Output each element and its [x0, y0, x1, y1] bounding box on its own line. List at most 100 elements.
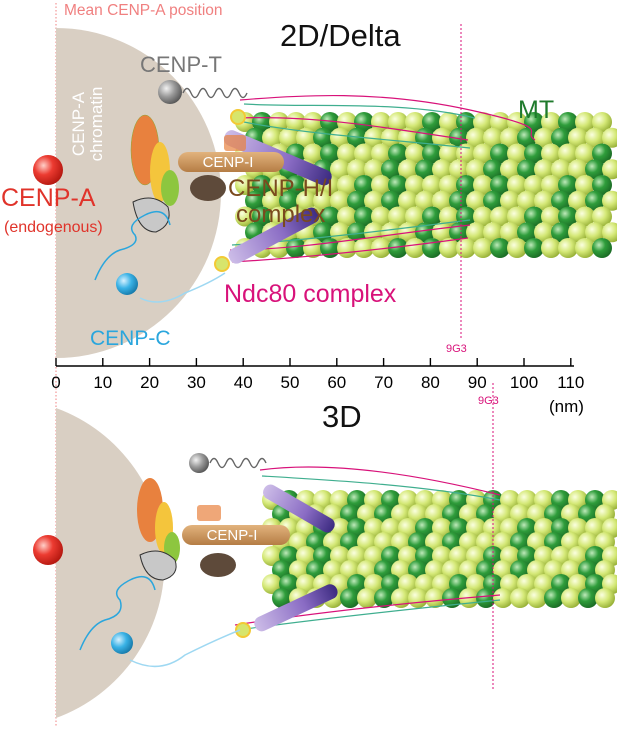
tubulin-bead: [592, 238, 612, 258]
tubulin-bead: [602, 222, 617, 243]
cenp-a-nucleosome: [33, 155, 63, 185]
tubulin-bead: [490, 143, 510, 164]
tubulin-bead: [575, 238, 595, 258]
tubulin-bead: [558, 143, 578, 164]
tubulin-bead: [507, 206, 527, 227]
tubulin-bead: [575, 112, 595, 132]
tubulin-bead: [415, 190, 435, 211]
tubulin-bead: [466, 159, 486, 180]
tubulin-bead: [405, 206, 425, 227]
tubulin-bead: [235, 206, 255, 227]
tubulin-bead: [507, 143, 527, 164]
tubulin-bead: [313, 190, 333, 211]
tubulin-bead: [592, 175, 612, 195]
endogenous-label: (endogenous): [4, 219, 103, 236]
tubulin-bead: [432, 159, 452, 180]
tubulin-bead: [279, 127, 299, 148]
tubulin-bead: [371, 206, 391, 227]
tubulin-bead: [422, 206, 442, 227]
axis-tick-label: 10: [93, 373, 112, 392]
tubulin-bead: [391, 588, 411, 608]
tubulin-bead: [381, 127, 401, 148]
tubulin-bead: [449, 159, 469, 180]
tubulin-bead: [269, 175, 289, 195]
tubulin-bead: [585, 222, 605, 243]
tubulin-bead: [381, 222, 401, 243]
tubulin-bead: [568, 127, 588, 148]
tubulin-bead: [524, 175, 544, 195]
ndc80-rod: [254, 584, 338, 632]
tubulin-bead: [388, 175, 408, 195]
tubulin-bead: [425, 588, 445, 608]
tubulin-bead: [340, 588, 360, 608]
axis-tick-label: 80: [421, 373, 440, 392]
tubulin-bead: [541, 238, 561, 258]
tubulin-bead: [432, 190, 452, 211]
tubulin-bead: [337, 112, 357, 132]
axis-unit: (nm): [549, 397, 584, 416]
tubulin-bead: [422, 112, 442, 132]
tubulin-bead: [473, 238, 493, 258]
tubulin-bead: [330, 190, 350, 211]
chromatin-label: chromatin: [87, 87, 106, 162]
tubulin-bead: [354, 238, 374, 258]
tubulin-bead: [517, 190, 537, 211]
spc-head: [235, 622, 251, 638]
axis-tick-label: 70: [374, 373, 393, 392]
tubulin-bead: [422, 175, 442, 195]
tubulin-bead: [483, 159, 503, 180]
mean-cenp-a-label: Mean CENP-A position: [64, 2, 223, 19]
tubulin-bead: [354, 112, 374, 132]
tubulin-bead: [500, 127, 520, 148]
tubulin-bead: [405, 238, 425, 258]
tubulin-bead: [466, 222, 486, 243]
tubulin-bead: [592, 112, 612, 132]
panel-3d: 3D CENP-I 9G3: [33, 383, 617, 718]
mt-label: MT: [518, 96, 554, 124]
tubulin-bead: [493, 588, 513, 608]
axis-tick-label: 90: [468, 373, 487, 392]
tubulin-bead: [262, 574, 282, 594]
tubulin-bead: [364, 159, 384, 180]
cenp-i-label: CENP-I: [207, 527, 258, 544]
tubulin-bead: [551, 127, 571, 148]
tubulin-bead: [483, 127, 503, 148]
tubulin-bead: [575, 206, 595, 227]
cenp-c-strand: [94, 210, 171, 281]
cenp-t-head: [158, 80, 182, 104]
tubulin-bead: [330, 127, 350, 148]
tubulin-bead: [507, 238, 527, 258]
tubulin-bead: [398, 159, 418, 180]
cenp-t-tail: [182, 87, 248, 99]
tubulin-bead: [534, 222, 554, 243]
tubulin-bead: [388, 238, 408, 258]
cenp-t-label: CENP-T: [140, 52, 222, 77]
tubulin-bead: [398, 190, 418, 211]
tubulin-bead: [568, 222, 588, 243]
tubulin-bead: [432, 127, 452, 148]
cenp-hi-label: CENP-H/I: [228, 175, 333, 202]
tubulin-bead: [330, 159, 350, 180]
tubulin-bead: [252, 206, 272, 227]
tubulin-bead: [439, 143, 459, 164]
tubulin-bead: [303, 143, 323, 164]
tubulin-bead: [541, 175, 561, 195]
tubulin-bead: [286, 238, 306, 258]
tubulin-bead: [490, 206, 510, 227]
tubulin-bead: [320, 143, 340, 164]
cenp-lu: [197, 505, 221, 521]
tubulin-bead: [541, 112, 561, 132]
cenp-h: [200, 553, 236, 577]
spc-head: [214, 256, 230, 272]
ndc80-strands: [229, 94, 536, 263]
tubulin-bead: [595, 588, 615, 608]
tubulin-bead: [473, 206, 493, 227]
panel-title: 3D: [322, 399, 362, 434]
tubulin-bead: [272, 588, 292, 608]
axis-tick-label: 20: [140, 373, 159, 392]
tubulin-bead: [354, 143, 374, 164]
tubulin-bead: [439, 112, 459, 132]
tubulin-bead: [371, 238, 391, 258]
tubulin-bead: [473, 112, 493, 132]
